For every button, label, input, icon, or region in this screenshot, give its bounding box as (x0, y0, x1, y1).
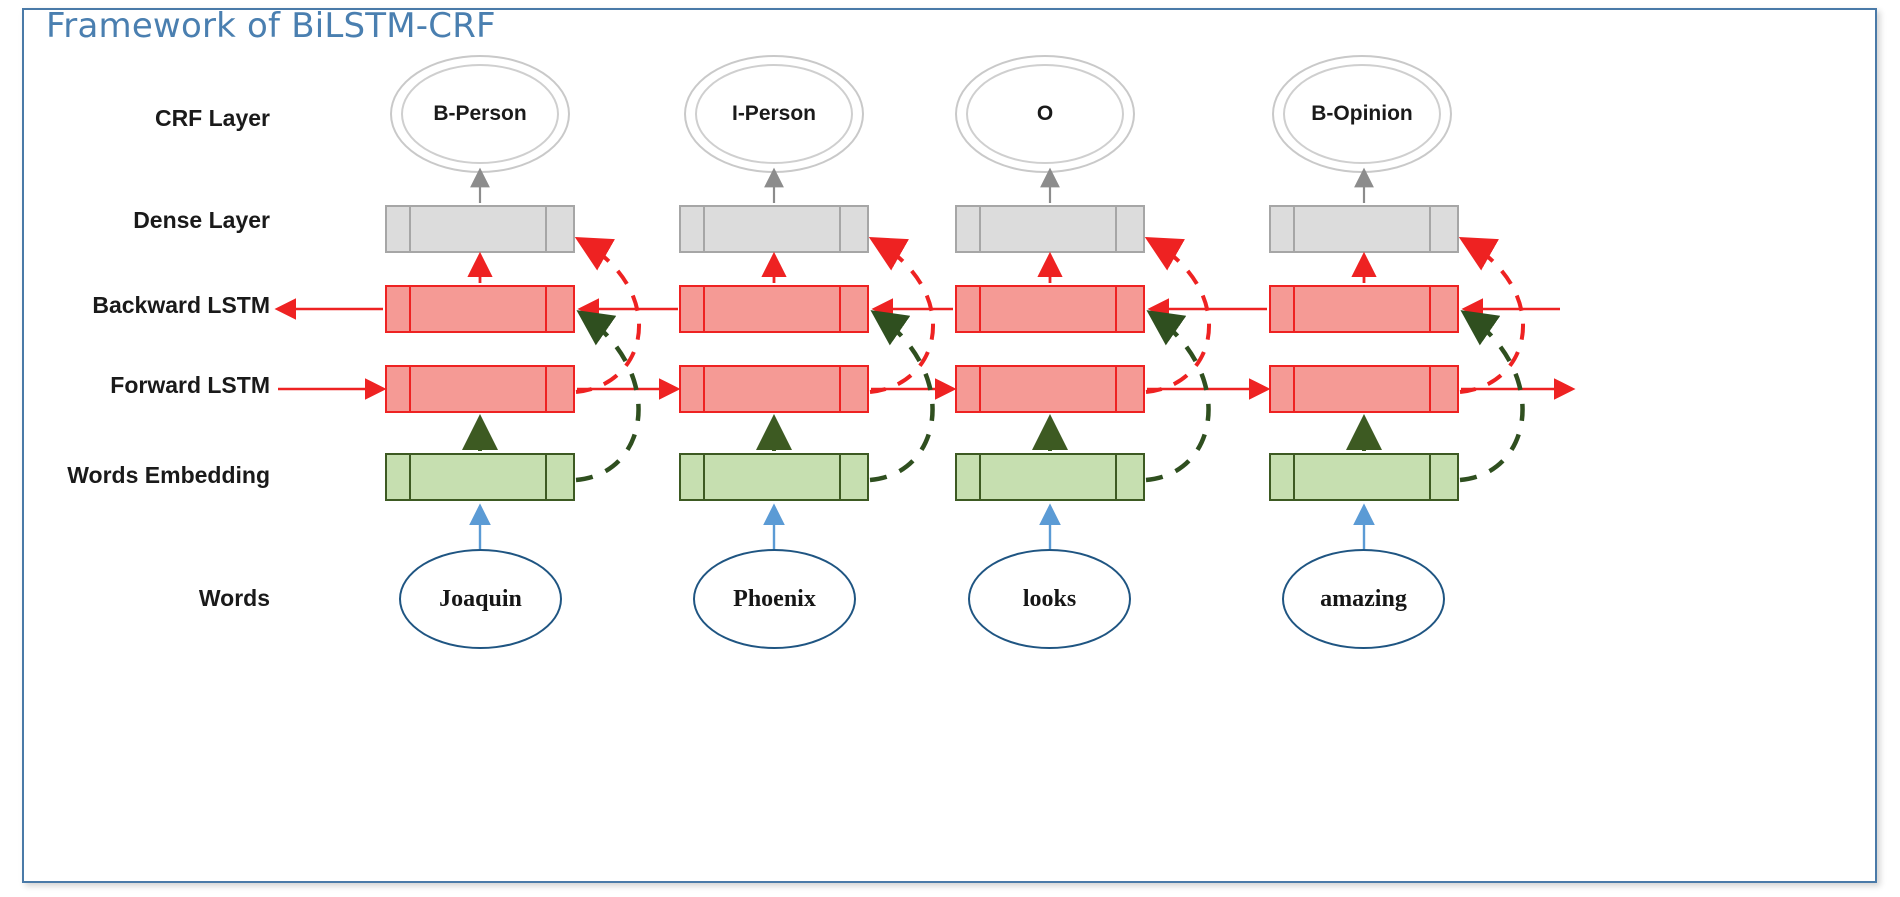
embed-seg-middle (705, 455, 841, 499)
lstm-seg-right (841, 367, 867, 411)
dense-cell-2[interactable] (955, 205, 1145, 253)
dense-cell-3[interactable] (1269, 205, 1459, 253)
lstm-seg-left (681, 287, 705, 331)
crf-tag-label: I-Person (731, 102, 817, 125)
forward-lstm-cell-3[interactable] (1269, 365, 1459, 413)
embedding-cell-0[interactable] (385, 453, 575, 501)
dense-seg-right (547, 207, 573, 251)
dense-seg-middle (1295, 207, 1431, 251)
row-label-crf-layer: CRF Layer (154, 105, 270, 131)
row-label-backward-lstm: Backward LSTM (92, 292, 270, 318)
dense-seg-middle (981, 207, 1117, 251)
row-label-words-embedding: Words Embedding (67, 462, 270, 488)
embed-seg-right (1117, 455, 1143, 499)
lstm-seg-right (1431, 367, 1457, 411)
lstm-seg-middle (411, 287, 547, 331)
dense-seg-left (387, 207, 411, 251)
lstm-seg-middle (1295, 367, 1431, 411)
crf-tag-label: B-Opinion (1311, 102, 1413, 125)
lstm-seg-middle (1295, 287, 1431, 331)
embed-seg-left (957, 455, 981, 499)
lstm-seg-left (957, 367, 981, 411)
crf-node-inner: B-Opinion (1283, 64, 1441, 164)
lstm-seg-middle (705, 367, 841, 411)
backward-lstm-cell-1[interactable] (679, 285, 869, 333)
word-label: amazing (1320, 585, 1407, 612)
crf-node-1[interactable]: I-Person (684, 55, 864, 173)
embed-seg-middle (1295, 455, 1431, 499)
word-node-3[interactable]: amazing (1282, 549, 1445, 649)
crf-tag-label: B-Person (433, 102, 527, 125)
backward-lstm-cell-3[interactable] (1269, 285, 1459, 333)
lstm-seg-right (1117, 287, 1143, 331)
forward-lstm-cell-2[interactable] (955, 365, 1145, 413)
dense-seg-left (957, 207, 981, 251)
embed-seg-right (547, 455, 573, 499)
backward-lstm-cell-2[interactable] (955, 285, 1145, 333)
lstm-seg-middle (981, 287, 1117, 331)
word-node-1[interactable]: Phoenix (693, 549, 856, 649)
dense-seg-right (1117, 207, 1143, 251)
forward-lstm-cell-1[interactable] (679, 365, 869, 413)
word-label: Phoenix (733, 585, 816, 612)
lstm-seg-left (387, 287, 411, 331)
lstm-seg-left (387, 367, 411, 411)
dense-seg-left (681, 207, 705, 251)
lstm-seg-left (681, 367, 705, 411)
row-label-dense-layer: Dense Layer (133, 207, 270, 233)
crf-tag-label: O (1036, 102, 1054, 125)
dense-seg-right (841, 207, 867, 251)
dense-seg-middle (705, 207, 841, 251)
row-label-words: Words (198, 585, 270, 611)
crf-node-inner: O (966, 64, 1124, 164)
embedding-cell-1[interactable] (679, 453, 869, 501)
lstm-seg-middle (981, 367, 1117, 411)
dense-seg-right (1431, 207, 1457, 251)
lstm-seg-right (1431, 287, 1457, 331)
crf-node-3[interactable]: B-Opinion (1272, 55, 1452, 173)
lstm-seg-middle (705, 287, 841, 331)
crf-node-inner: B-Person (401, 64, 559, 164)
row-label-forward-lstm: Forward LSTM (110, 372, 270, 398)
page-title: Framework of BiLSTM-CRF (46, 6, 496, 46)
crf-node-0[interactable]: B-Person (390, 55, 570, 173)
crf-node-inner: I-Person (695, 64, 853, 164)
lstm-seg-left (1271, 367, 1295, 411)
dense-seg-middle (411, 207, 547, 251)
word-label: looks (1022, 585, 1077, 612)
word-node-0[interactable]: Joaquin (399, 549, 562, 649)
lstm-seg-right (547, 367, 573, 411)
lstm-seg-left (957, 287, 981, 331)
embed-seg-middle (411, 455, 547, 499)
embed-seg-left (1271, 455, 1295, 499)
dense-seg-left (1271, 207, 1295, 251)
lstm-seg-middle (411, 367, 547, 411)
dense-cell-1[interactable] (679, 205, 869, 253)
embed-seg-left (681, 455, 705, 499)
word-label: Joaquin (439, 585, 522, 612)
lstm-seg-left (1271, 287, 1295, 331)
dense-cell-0[interactable] (385, 205, 575, 253)
embed-seg-right (841, 455, 867, 499)
lstm-seg-right (841, 287, 867, 331)
lstm-seg-right (547, 287, 573, 331)
forward-lstm-cell-0[interactable] (385, 365, 575, 413)
embed-seg-right (1431, 455, 1457, 499)
crf-node-2[interactable]: O (955, 55, 1135, 173)
backward-lstm-cell-0[interactable] (385, 285, 575, 333)
word-node-2[interactable]: looks (968, 549, 1131, 649)
lstm-seg-right (1117, 367, 1143, 411)
embed-seg-left (387, 455, 411, 499)
embedding-cell-2[interactable] (955, 453, 1145, 501)
embed-seg-middle (981, 455, 1117, 499)
page-frame (22, 8, 1877, 883)
embedding-cell-3[interactable] (1269, 453, 1459, 501)
